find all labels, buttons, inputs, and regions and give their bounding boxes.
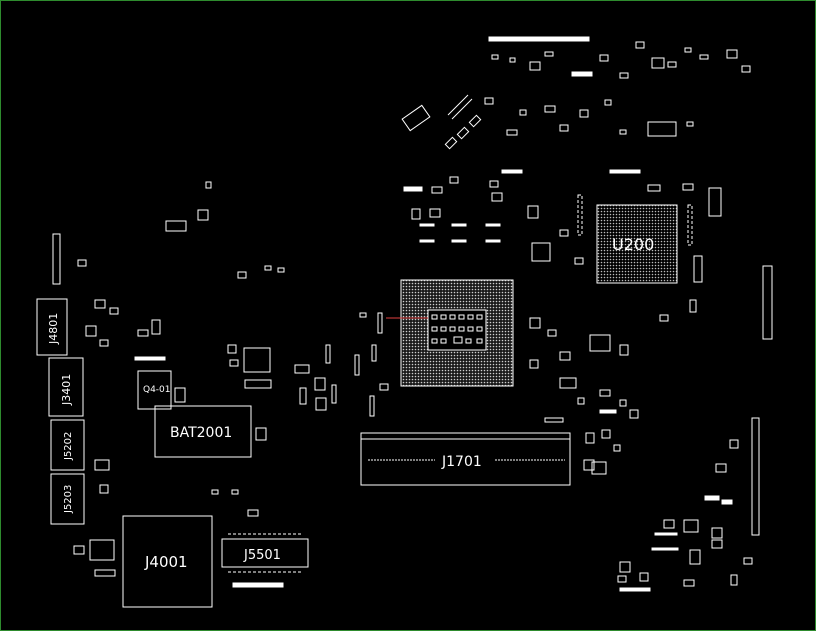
label-j5203: J5203	[63, 485, 74, 514]
right-small-ic	[708, 187, 722, 217]
label-j5501: J5501	[243, 548, 281, 563]
j4001-outline	[122, 515, 213, 608]
label-u200: U200	[612, 235, 654, 254]
cpu-bga-package	[386, 279, 514, 387]
left-edge-header	[52, 233, 61, 285]
j1701-connector	[360, 432, 571, 486]
label-j4801: J4801	[47, 313, 60, 345]
j5202-outline	[50, 419, 85, 471]
label-j4001: J4001	[144, 553, 188, 571]
label-j5202: J5202	[63, 432, 74, 461]
label-j1701: J1701	[441, 454, 482, 470]
label-bat2001: BAT2001	[170, 425, 232, 441]
q401-outline	[137, 370, 172, 410]
u200-bga-package	[596, 204, 678, 284]
j4801-outline	[36, 298, 68, 356]
bat2001-outline	[154, 405, 252, 458]
j5203-outline	[50, 473, 85, 525]
right-header-1	[762, 265, 773, 340]
cpu-die-caps	[431, 314, 483, 344]
label-j3401: J3401	[60, 374, 73, 406]
right-header-2	[751, 417, 760, 536]
label-q401: Q4-01	[143, 385, 171, 395]
smd-pads	[73, 41, 753, 592]
j3401-outline	[48, 357, 84, 417]
top-edge-strip	[488, 36, 590, 42]
j5501-connector	[221, 533, 309, 573]
diagonal-components	[401, 94, 482, 150]
